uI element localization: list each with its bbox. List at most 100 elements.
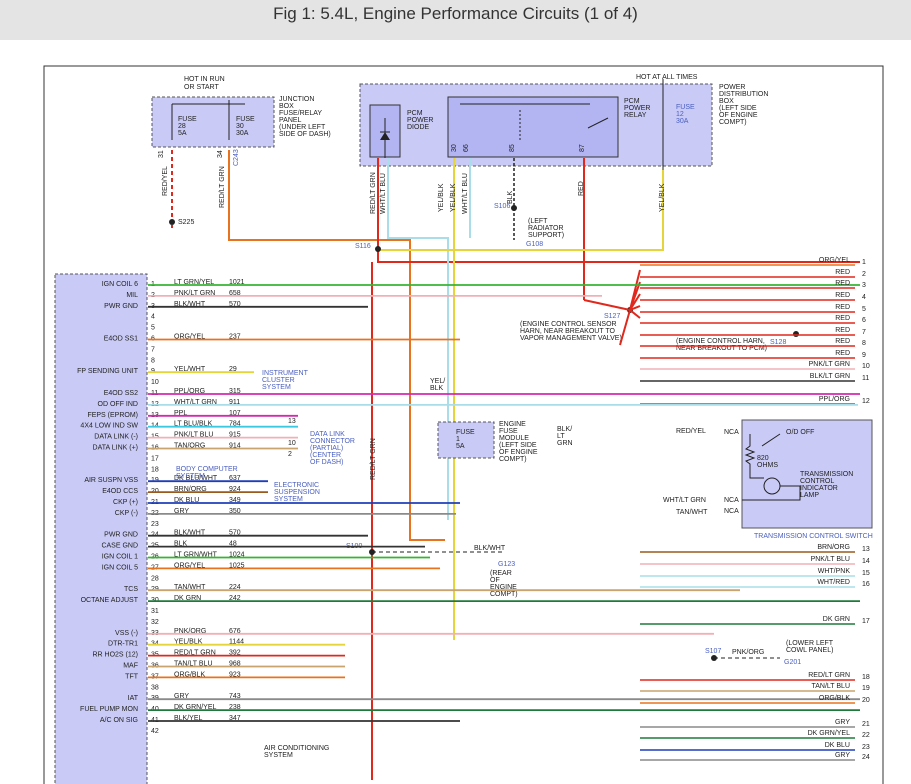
- pcm-pin-label-21: CKP (+): [113, 499, 138, 506]
- pcm-pin-wire-36: TAN/LT BLU: [174, 661, 213, 668]
- pcm-pin-number-23: 23: [151, 521, 159, 528]
- pcm-pin-wire-39: GRY: [174, 693, 189, 700]
- pdb-desc-line-2: BOX: [719, 98, 734, 105]
- efm-desc-line-5: COMPT): [499, 456, 527, 463]
- pdb-pin-87: 87: [579, 144, 586, 152]
- top-wire-label-1: RED/LT GRN: [219, 166, 226, 208]
- right-output-number-8: 8: [862, 340, 866, 347]
- pcm-pin-label-15: DATA LINK (-): [94, 434, 138, 441]
- tcs-lamp-line-3: LAMP: [800, 492, 819, 499]
- splice-s107: S107: [705, 648, 721, 655]
- body-system-line-0: BODY COMPUTER: [176, 466, 238, 473]
- pcm-pin-circuit-12: 911: [229, 399, 240, 406]
- pdb-desc-line-4: OF ENGINE: [719, 112, 758, 119]
- pcm-pin-label-37: TFT: [125, 673, 139, 680]
- pcm-pin-circuit-24: 570: [229, 530, 241, 537]
- right-output-wire-23: DK BLU: [825, 742, 850, 749]
- top-wire-label-9: YEL/BLK: [659, 183, 666, 212]
- s100-wire-label: BLK/WHT: [474, 545, 506, 552]
- efm-wire-line-0: BLK/: [557, 426, 572, 433]
- junction-desc-line-0: JUNCTION: [279, 96, 314, 103]
- pcm-pin-wire-1: LT GRN/YEL: [174, 279, 214, 286]
- dlc-system-line-1: CONNECTOR: [310, 438, 355, 445]
- right-output-wire-19: TAN/LT BLU: [811, 683, 850, 690]
- pdb-fuse-label: FUSE: [676, 104, 695, 111]
- right-output-wire-6: RED: [835, 315, 850, 322]
- right-output-wire-17: DK GRN: [823, 616, 850, 623]
- efm-desc-line-1: FUSE: [499, 428, 518, 435]
- top-wire-label-2: RED/LT GRN: [370, 172, 377, 214]
- pcm-pin-circuit-39: 743: [229, 693, 241, 700]
- right-output-wire-7: RED: [835, 327, 850, 334]
- efm-desc-line-4: OF ENGINE: [499, 449, 538, 456]
- pdb-fuse-number: 12: [676, 111, 684, 118]
- pcm-power-relay-box: [447, 96, 619, 158]
- ground-g108: G108: [526, 241, 543, 248]
- right-output-number-23: 23: [862, 744, 870, 751]
- right-output-wire-1: ORG/YEL: [819, 257, 850, 264]
- pcm-pin-wire-27: ORG/YEL: [174, 562, 205, 569]
- right-output-number-16: 16: [862, 581, 870, 588]
- dlc-pin-10: 10: [288, 440, 296, 447]
- fuse-28-label: FUSE: [178, 116, 197, 123]
- efm-yelblk-line-1: BLK: [430, 385, 444, 392]
- right-output-wire-11: BLK/LT GRN: [810, 373, 850, 380]
- right-output-wire-16: WHT/RED: [817, 579, 850, 586]
- tcs-lamp-line-1: CONTROL: [800, 478, 834, 485]
- pcm-pin-circuit-13: 107: [229, 410, 241, 417]
- right-output-number-4: 4: [862, 294, 866, 301]
- s127-desc-line-1: HARN, NEAR BREAKOUT TO: [520, 328, 615, 335]
- right-output-wire-24: GRY: [835, 752, 850, 759]
- right-output-wire-22: DK GRN/YEL: [808, 730, 851, 737]
- splice-s106: S106: [494, 203, 510, 210]
- efm-fuse-label: FUSE: [456, 429, 475, 436]
- pcm-pin-wire-11: PPL/ORG: [174, 388, 205, 395]
- pcm-pin-number-31: 31: [151, 608, 159, 615]
- figure-title: Fig 1: 5.4L, Engine Performance Circuits…: [273, 4, 638, 23]
- pcm-pin-label-11: E4OD SS2: [104, 390, 138, 397]
- g201-desc-line-1: COWL PANEL): [786, 647, 833, 654]
- pcm-pin-circuit-16: 914: [229, 443, 241, 450]
- right-output-number-15: 15: [862, 570, 870, 577]
- pcm-pin-wire-12: WHT/LT GRN: [174, 399, 217, 406]
- pcm-pin-circuit-20: 924: [229, 486, 241, 493]
- dlc-pin-2: 2: [288, 451, 292, 458]
- splice-s128-description: (ENGINE CONTROL HARN,NEAR BREAKOUT TO PC…: [676, 338, 767, 352]
- right-output-wire-4: RED: [835, 292, 850, 299]
- efm-yelblk-line-0: YEL/: [430, 378, 445, 385]
- fuse-30-label: FUSE: [236, 116, 255, 123]
- pcm-pin-wire-25: BLK: [174, 541, 188, 548]
- pcm-pin-number-8: 8: [151, 357, 155, 364]
- pcm-pin-wire-35: RED/LT GRN: [174, 650, 216, 657]
- pcm-pin-label-20: E4OD CCS: [102, 488, 138, 495]
- pcm-pin-label-39: IAT: [128, 695, 139, 702]
- g123-desc-line-0: (REAR: [490, 570, 512, 577]
- pcm-pin-label-14: 4X4 LOW IND SW: [80, 423, 138, 430]
- right-output-number-3: 3: [862, 282, 866, 289]
- efm-wire-line-2: GRN: [557, 440, 573, 447]
- g201-desc-line-0: (LOWER LEFT: [786, 640, 834, 647]
- splice-s128: S128: [770, 339, 786, 346]
- air-susp-system-line-0: ELECTRONIC: [274, 482, 319, 489]
- pdb-desc-line-1: DISTRIBUTION: [719, 91, 768, 98]
- pcm-pin-label-3: PWR GND: [104, 303, 138, 310]
- pcm-pin-circuit-40: 238: [229, 704, 241, 711]
- efm-yel-blk-label: YEL/BLK: [430, 378, 445, 392]
- right-output-number-18: 18: [862, 674, 870, 681]
- ac-system-line-1: SYSTEM: [264, 752, 293, 759]
- dlc-system-line-0: DATA LINK: [310, 431, 345, 438]
- pcm-pin-label-6: E4OD SS1: [104, 336, 138, 343]
- horizontal-wires: [148, 264, 860, 761]
- splice-s127: S127: [604, 313, 620, 320]
- pcm-pin-wire-22: GRY: [174, 508, 189, 515]
- pcm-pin-circuit-25: 48: [229, 541, 237, 548]
- efm-wire-line-1: LT: [557, 433, 565, 440]
- right-output-wire-14: PNK/LT BLU: [811, 556, 850, 563]
- pcm-pin-circuit-27: 1025: [229, 562, 245, 569]
- tcs-nca-3: NCA: [724, 508, 739, 515]
